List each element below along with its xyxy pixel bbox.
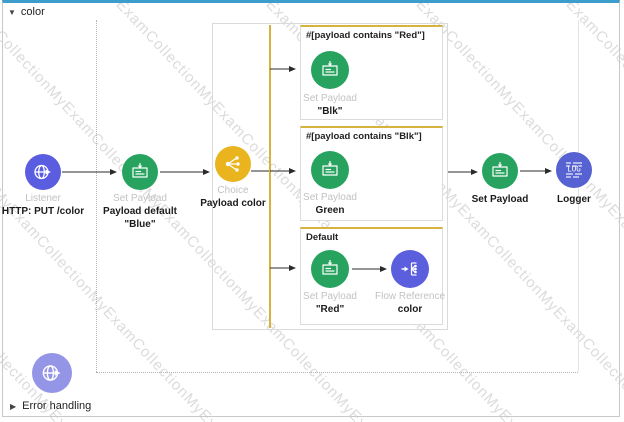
collapse-triangle-icon[interactable]: ▼ xyxy=(8,7,16,17)
choice-branch-icon xyxy=(225,156,240,172)
set-payload-icon xyxy=(492,162,508,177)
globe-arrow-icon xyxy=(42,365,61,381)
choice-name: Payload color xyxy=(200,198,266,209)
choice-rail xyxy=(269,25,271,328)
set-payload-icon xyxy=(322,260,338,275)
listener-name: HTTP: PUT /color xyxy=(1,206,85,217)
set-payload-red-node[interactable] xyxy=(311,250,349,288)
set-payload-green-type-label: Set Payload xyxy=(303,192,357,203)
logger-node[interactable]: LOG xyxy=(556,152,592,188)
flow-reference-node[interactable] xyxy=(391,250,429,288)
branch-condition: Default xyxy=(306,232,339,243)
flow-title: color xyxy=(20,6,45,18)
error-handling-node[interactable] xyxy=(32,353,72,393)
flow-container xyxy=(2,0,620,417)
logger-icon: LOG xyxy=(566,162,582,178)
branch-condition: #[payload contains "Blk"] xyxy=(306,131,422,142)
choice-node[interactable] xyxy=(215,146,251,182)
set-payload-icon xyxy=(322,161,338,176)
set-payload-green-name: Green xyxy=(315,205,345,216)
flow-reference-type-label: Flow Reference xyxy=(374,291,446,302)
set-payload-start-name-line2: "Blue" xyxy=(124,219,156,230)
set-payload-icon xyxy=(322,61,338,76)
set-payload-final-name: Set Payload xyxy=(471,194,529,205)
set-payload-red-name: "Red" xyxy=(315,304,345,315)
error-handling-section[interactable]: ▶ Error handling xyxy=(10,400,91,412)
flow-title-bar[interactable]: ▼ color xyxy=(8,6,45,18)
choice-scope[interactable] xyxy=(212,23,448,330)
source-process-separator xyxy=(96,20,97,372)
choice-type-label: Choice xyxy=(217,185,249,196)
set-payload-final-node[interactable] xyxy=(482,153,518,189)
set-payload-start-type-label: Set Payload xyxy=(113,193,167,204)
set-payload-blk-name: "Blk" xyxy=(317,106,343,117)
listener-type-label: Listener xyxy=(25,193,61,204)
process-right-border xyxy=(578,20,579,372)
flow-reference-name: color xyxy=(397,304,423,315)
set-payload-green-node[interactable] xyxy=(311,151,349,189)
logger-name: Logger xyxy=(557,194,591,205)
set-payload-icon xyxy=(132,163,148,178)
branch-condition: #[payload contains "Red"] xyxy=(306,30,425,41)
globe-arrow-icon xyxy=(34,164,51,180)
expand-triangle-icon[interactable]: ▶ xyxy=(10,401,17,411)
set-payload-start-node[interactable] xyxy=(122,154,158,190)
flow-reference-icon xyxy=(401,262,417,276)
set-payload-red-type-label: Set Payload xyxy=(303,291,357,302)
error-handling-label: Error handling xyxy=(22,400,92,412)
set-payload-blk-type-label: Set Payload xyxy=(303,93,357,104)
http-listener-node[interactable] xyxy=(25,154,61,190)
svg-text:LOG: LOG xyxy=(567,165,581,174)
process-bottom-separator xyxy=(96,372,578,373)
set-payload-blk-node[interactable] xyxy=(311,51,349,89)
set-payload-start-name-line1: Payload default xyxy=(103,206,177,217)
